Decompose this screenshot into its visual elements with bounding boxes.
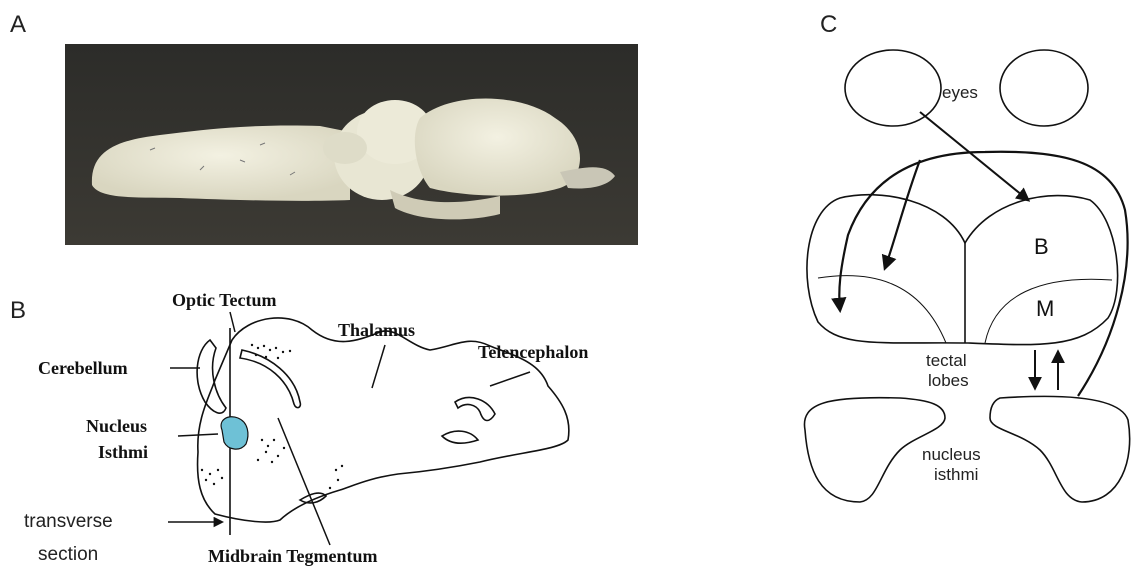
label-m-layer: M xyxy=(1036,296,1054,321)
label-nucleus: Nucleus xyxy=(86,416,147,436)
label-isthmi: Isthmi xyxy=(98,442,148,462)
label-telencephalon: Telencephalon xyxy=(478,342,588,362)
label-section: section xyxy=(38,544,98,565)
nucleus-isthmi-right xyxy=(990,396,1130,502)
panel-a-letter: A xyxy=(10,11,26,38)
brain-photo xyxy=(65,44,638,245)
label-cerebellum: Cerebellum xyxy=(38,358,128,378)
label-b-layer: B xyxy=(1034,234,1049,259)
panel-b-letter: B xyxy=(10,297,26,324)
label-midbrain-tegmentum: Midbrain Tegmentum xyxy=(208,546,378,566)
label-transverse: transverse xyxy=(24,511,113,532)
tectal-lobes-outline xyxy=(807,195,1118,345)
label-tectal: tectal xyxy=(926,351,967,370)
circuit-schematic xyxy=(804,50,1129,502)
label-optic-tectum: Optic Tectum xyxy=(172,290,277,310)
left-eye xyxy=(845,50,941,126)
label-lobes: lobes xyxy=(928,371,969,390)
label-nucleus-c: nucleus xyxy=(922,445,981,464)
panel-c-letter: C xyxy=(820,11,837,38)
label-thalamus: Thalamus xyxy=(338,320,415,340)
label-isthmi-c: isthmi xyxy=(934,465,978,484)
nucleus-isthmi-blob xyxy=(221,417,248,449)
label-eyes: eyes xyxy=(942,83,978,102)
right-eye xyxy=(1000,50,1088,126)
